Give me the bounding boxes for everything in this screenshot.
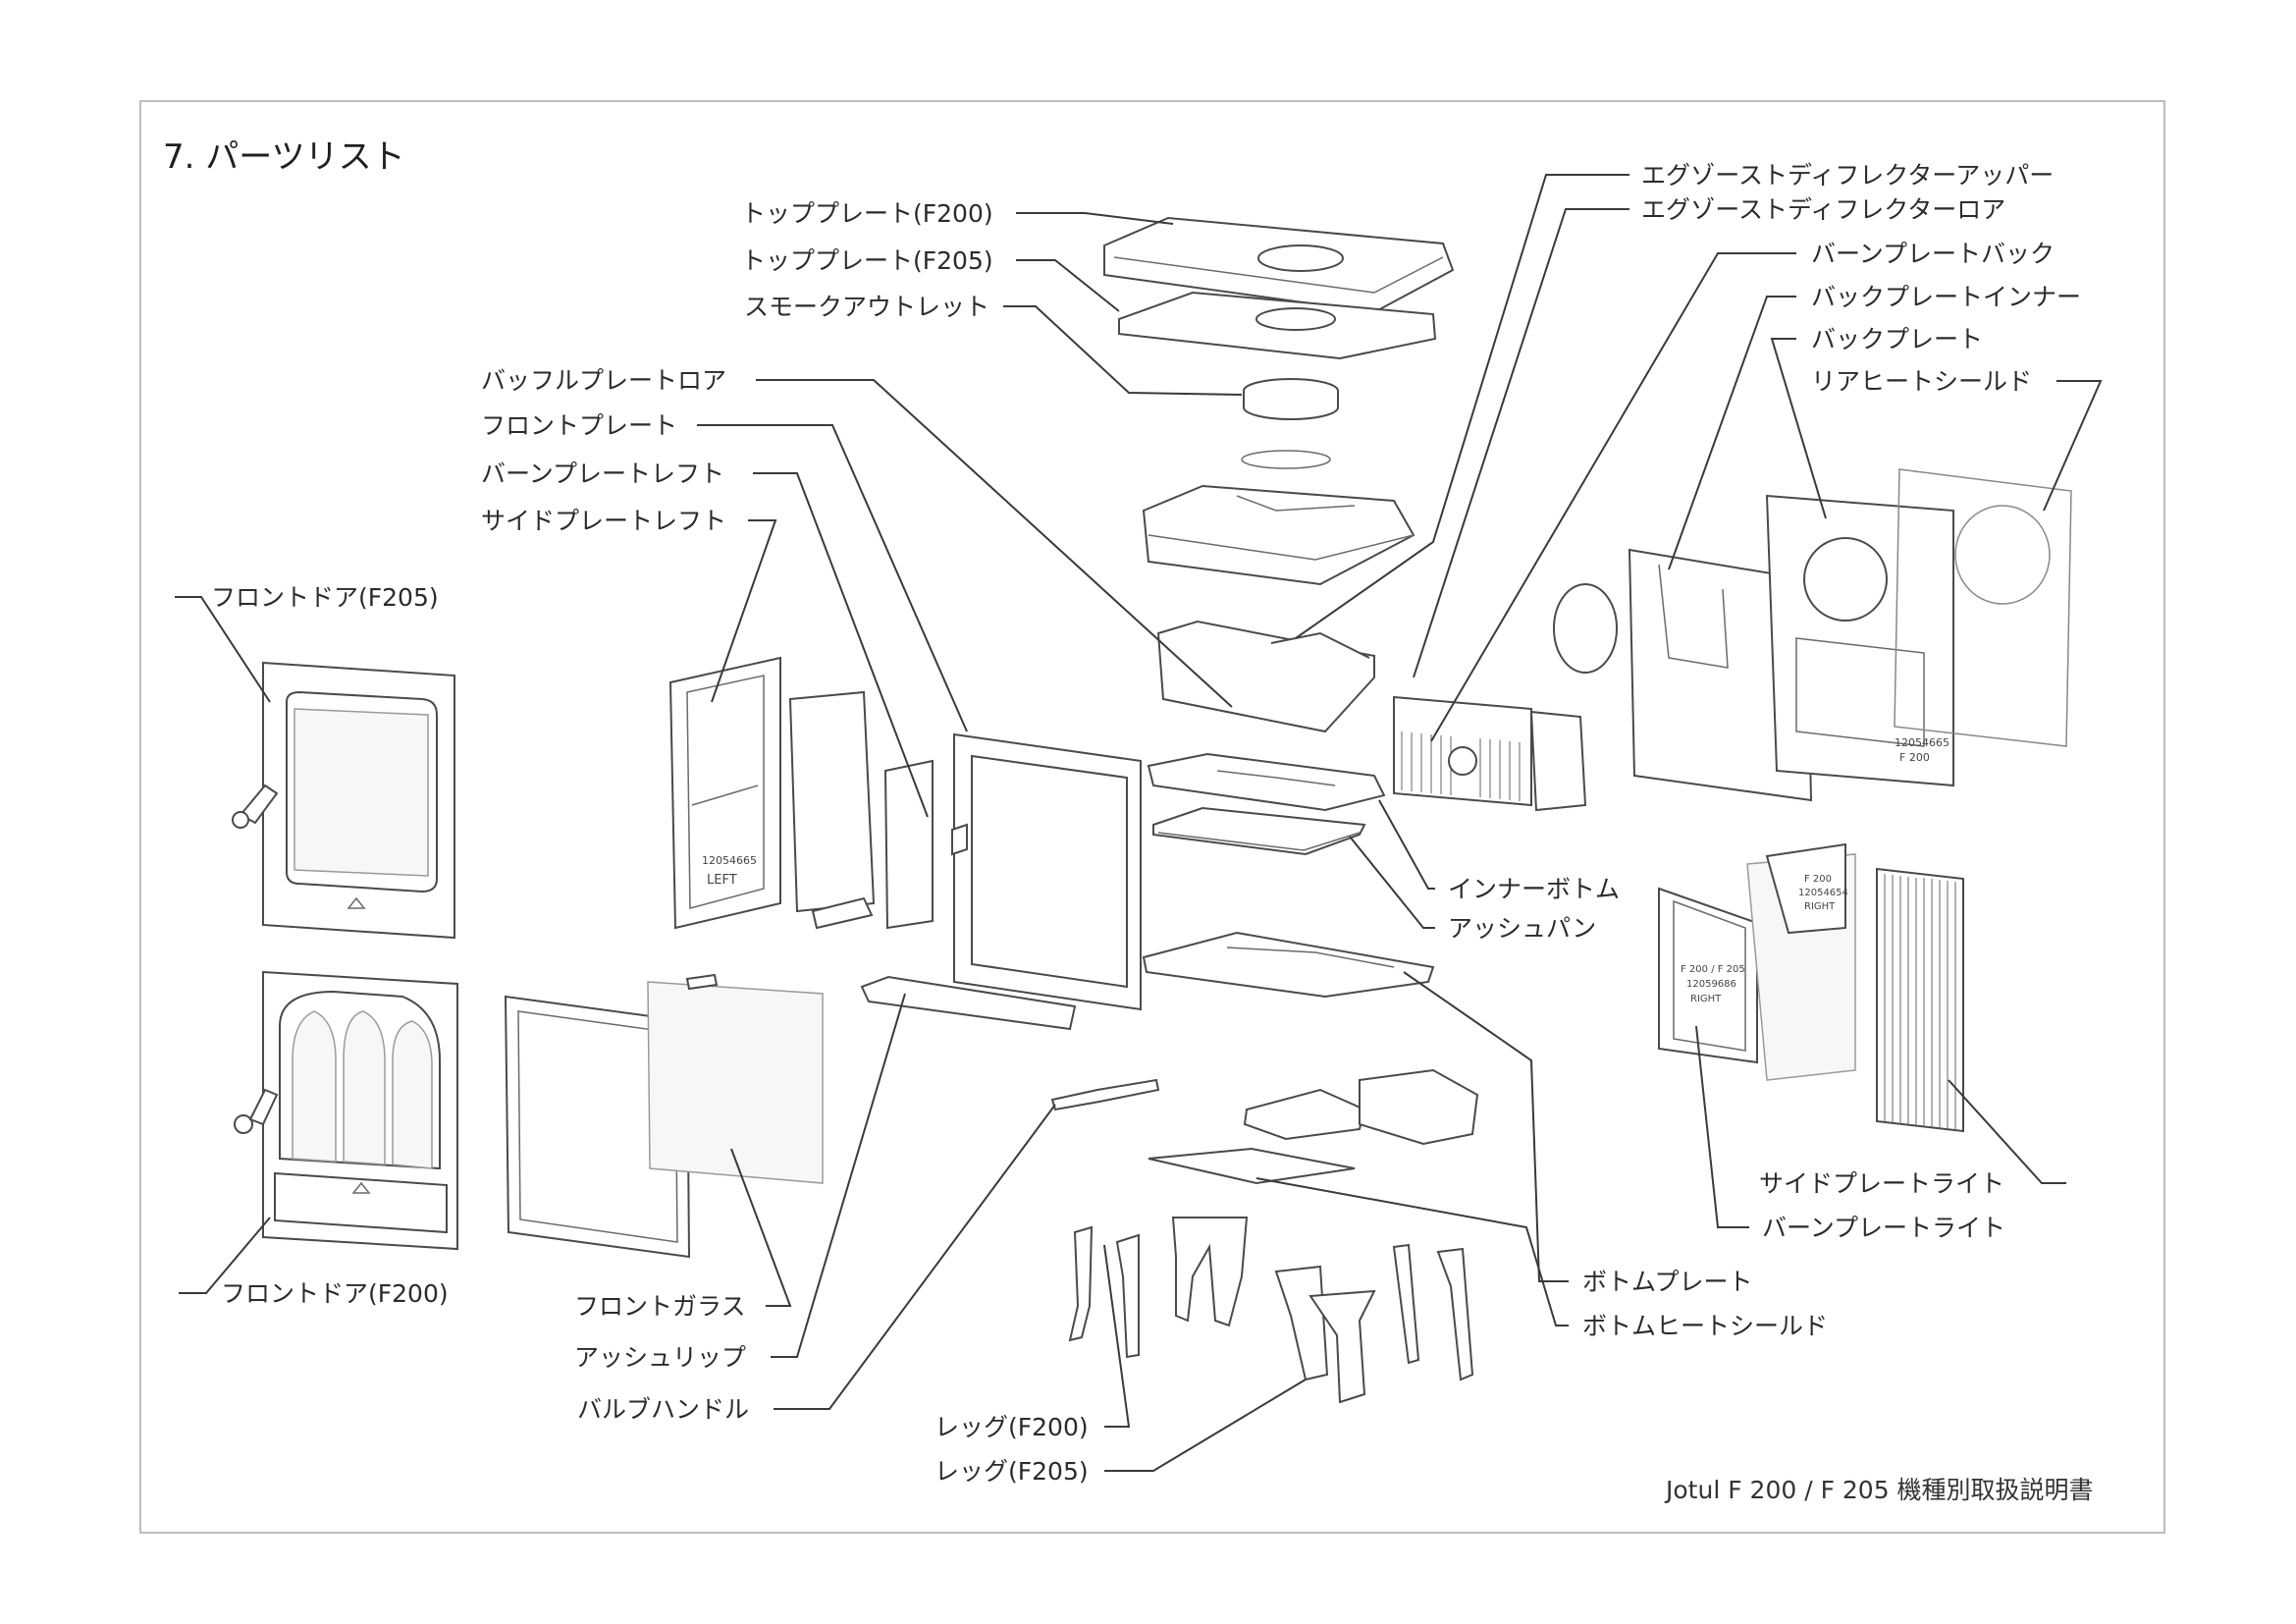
label-back-plate: バックプレート <box>1811 325 1984 353</box>
front-door-f200-part <box>234 970 458 1251</box>
label-front-glass: フロントガラス <box>574 1292 746 1321</box>
burn-right-model: F 200 / F 205 <box>1681 964 1745 975</box>
label-valve-handle: バルブハンドル <box>577 1395 750 1424</box>
back-plate-part: 12054665 F 200 <box>1765 494 1954 787</box>
right-convection-panel-part <box>1876 867 1964 1133</box>
label-smoke-outlet: スモークアウトレット <box>744 293 990 321</box>
label-leg-f205: レッグ(F205) <box>934 1457 1089 1486</box>
label-exhaust-deflector-upper: エグゾーストディフレクターアッパー <box>1641 161 2055 189</box>
label-burn-plate-left: バーンプレートレフト <box>481 460 725 488</box>
left-plate-side: LEFT <box>707 873 737 888</box>
page-title: 7. パーツリスト <box>163 137 405 177</box>
burn-plate-right-part: F 200 / F 205 12059686 RIGHT <box>1658 887 1758 1064</box>
top-plate-f205-part <box>1118 291 1437 360</box>
label-burn-plate-right: バーンプレートライト <box>1762 1214 2006 1242</box>
back-plate-inner-part <box>1553 548 1813 802</box>
baffle-plate-lower-part <box>1156 620 1375 733</box>
rear-heat-shield-part <box>1894 468 2072 747</box>
back-plate-code: 12054665 <box>1895 736 1949 749</box>
label-leg-f200: レッグ(F200) <box>934 1413 1089 1441</box>
label-back-plate-inner: バックプレートインナー <box>1811 283 2082 311</box>
label-front-door-f205: フロントドア(F205) <box>211 583 439 612</box>
inner-bottom-part <box>1147 752 1386 812</box>
label-baffle-plate-lower: バッフルプレートロア <box>481 366 727 395</box>
label-bottom-heat-shield: ボトムヒートシールド <box>1582 1312 1829 1340</box>
smoke-outlet-part <box>1241 378 1339 469</box>
back-plate-model: F 200 <box>1899 751 1930 764</box>
label-side-plate-left: サイドプレートレフト <box>481 507 727 535</box>
label-inner-bottom: インナーボトム <box>1448 875 1621 903</box>
bottom-plate-part <box>1142 931 1435 999</box>
label-exhaust-deflector-lower: エグゾーストディフレクターロア <box>1641 195 2006 224</box>
valve-handle-part <box>1050 1078 1160 1111</box>
label-rear-heat-shield: リアヒートシールド <box>1811 367 2033 396</box>
top-plate-f200-part <box>1103 216 1455 314</box>
right-plate-side: RIGHT <box>1804 901 1836 912</box>
front-door-f205-part <box>232 661 455 940</box>
legs-part <box>1068 1217 1474 1404</box>
label-burn-plate-back: バーンプレートバック <box>1811 240 2056 268</box>
label-side-plate-right: サイドプレートライト <box>1759 1169 2005 1198</box>
burn-plate-left-part <box>788 690 934 930</box>
label-front-door-f200: フロントドア(F200) <box>221 1279 449 1308</box>
burn-right-side: RIGHT <box>1690 994 1722 1004</box>
label-top-plate-f200: トッププレート(F200) <box>741 199 993 228</box>
front-glass-part <box>504 973 824 1259</box>
bottom-heat-shield-part <box>1148 1068 1479 1185</box>
label-front-plate: フロントプレート <box>481 411 678 440</box>
right-plate-code: 12054654 <box>1798 888 1848 898</box>
front-plate-part <box>951 732 1142 1011</box>
left-plate-code: 12054665 <box>702 854 757 867</box>
leader-lines <box>175 174 2103 1472</box>
label-ash-pan: アッシュパン <box>1448 914 1597 943</box>
label-ash-lip: アッシュリップ <box>574 1343 747 1372</box>
right-plate-model: F 200 <box>1804 874 1832 885</box>
burn-right-code: 12059686 <box>1686 979 1736 990</box>
ash-pan-part <box>1152 806 1366 856</box>
page-frame <box>139 100 2165 1534</box>
exhaust-deflector-part <box>1142 484 1415 586</box>
burn-plate-back-part <box>1393 695 1587 812</box>
label-bottom-plate: ボトムプレート <box>1582 1268 1753 1296</box>
ash-lip-part <box>860 975 1077 1031</box>
side-plate-left-part: 12054665 LEFT <box>668 656 781 930</box>
document-footer: Jotul F 200 / F 205 機種別取扱説明書 <box>1666 1476 2094 1504</box>
label-top-plate-f205: トッププレート(F205) <box>741 246 993 275</box>
side-plate-right-part: F 200 12054654 RIGHT <box>1746 842 1856 1081</box>
